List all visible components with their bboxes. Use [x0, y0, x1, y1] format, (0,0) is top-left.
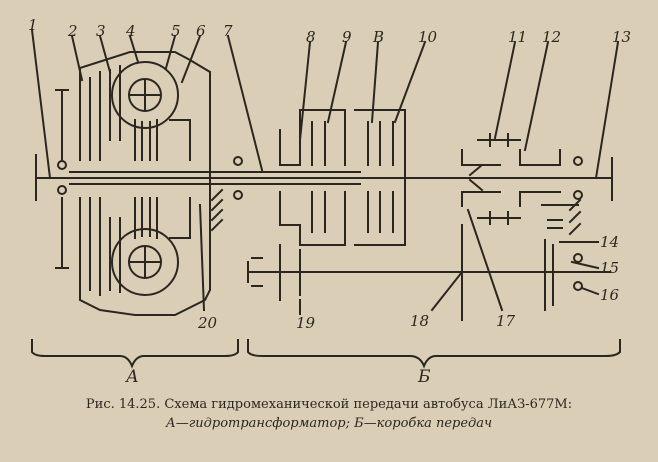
label-13: 13 [612, 28, 631, 46]
label-16: 16 [600, 286, 620, 304]
label-17: 17 [496, 312, 516, 330]
gearbox [247, 109, 611, 321]
label-18: 18 [410, 312, 429, 330]
label-5: 5 [171, 22, 181, 40]
bracket-a [31, 339, 239, 369]
turbine-lower [111, 228, 179, 296]
figure-caption: Рис. 14.25. Схема гидромеханической пере… [0, 395, 658, 433]
planetary-gear [461, 133, 561, 225]
label-6: 6 [196, 22, 206, 40]
label-8: 8 [306, 28, 316, 46]
label-2: 2 [67, 22, 78, 40]
converter-housing [78, 51, 211, 316]
caption-line-2: А—гидротрансформатор; Б—коробка передач [165, 416, 493, 431]
group-label-b: Б [417, 367, 431, 387]
label-1: 1 [28, 16, 38, 34]
torque-converter [35, 51, 224, 316]
label-7: 7 [223, 22, 233, 40]
label-12: 12 [542, 28, 561, 46]
label-4: 4 [125, 22, 136, 40]
group-label-a: А [125, 367, 139, 387]
clutch-b-10 [354, 109, 406, 246]
turbine-upper [111, 61, 179, 129]
label-9: 9 [342, 28, 352, 46]
label-19: 19 [296, 314, 316, 332]
label-3: 3 [96, 22, 106, 40]
label-10: 10 [418, 28, 438, 46]
label-20: 20 [197, 314, 218, 332]
bracket-b [247, 339, 621, 369]
label-15: 15 [600, 259, 619, 277]
caption-line-1: Рис. 14.25. Схема гидромеханической пере… [85, 397, 573, 412]
label-14: 14 [600, 233, 619, 251]
label-11: 11 [508, 28, 527, 46]
label-b-top: В [372, 28, 384, 46]
